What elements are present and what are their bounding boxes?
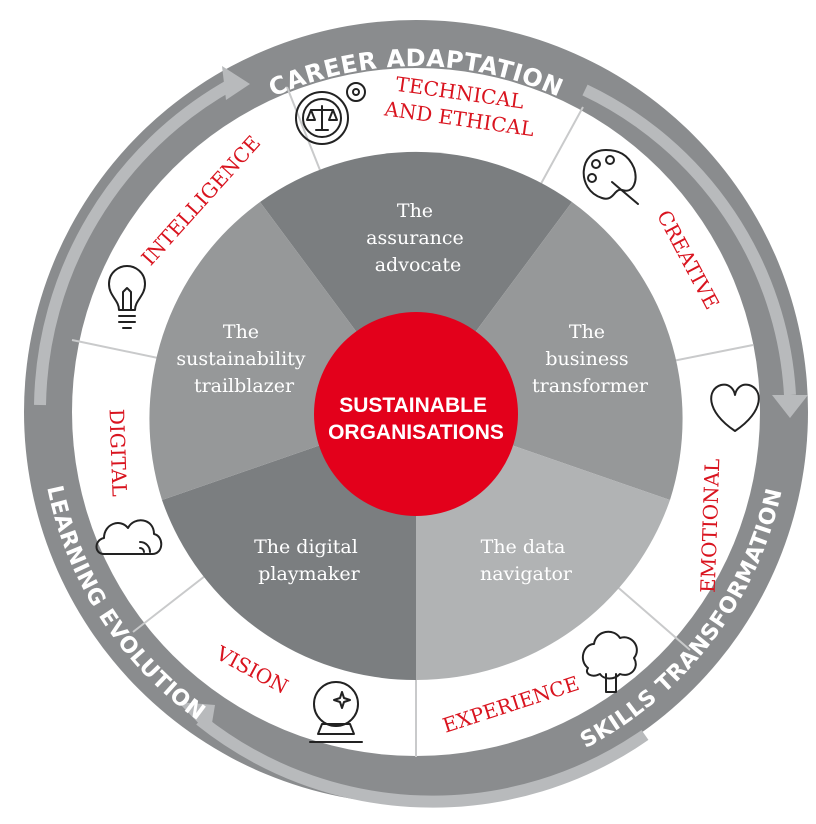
tree-icon <box>581 630 638 693</box>
arrow-head-bottom <box>178 702 215 735</box>
crystal-ball-icon <box>309 681 363 743</box>
segment-assurance <box>260 151 572 412</box>
cloud-icon <box>95 519 163 555</box>
arrow-bottom <box>196 715 649 808</box>
persona-digital: The digital playmaker <box>254 536 364 585</box>
heart-icon <box>710 383 760 432</box>
scales-gear-icon <box>295 82 366 145</box>
center-title: SUSTAINABLE ORGANISATIONS <box>328 394 504 444</box>
palette-icon <box>582 149 639 205</box>
persona-business: The business transformer <box>532 321 649 397</box>
persona-assurance: The assurance advocate <box>366 200 470 276</box>
persona-data: The data navigator <box>480 536 573 585</box>
arrow-head-left <box>222 66 250 100</box>
arrow-left <box>34 78 235 406</box>
skill-emotional: EMOTIONAL <box>696 458 725 593</box>
arrow-head-right <box>772 395 808 418</box>
arrow-top-right <box>582 84 796 396</box>
lightbulb-icon <box>108 265 146 329</box>
center-circle <box>314 312 518 516</box>
persona-sustainability: The sustainability trailblazer <box>176 321 311 397</box>
skill-digital: DIGITAL <box>104 408 131 497</box>
persona-labels: The assurance advocate The business tran… <box>176 200 648 585</box>
ring-arrows <box>34 66 808 808</box>
